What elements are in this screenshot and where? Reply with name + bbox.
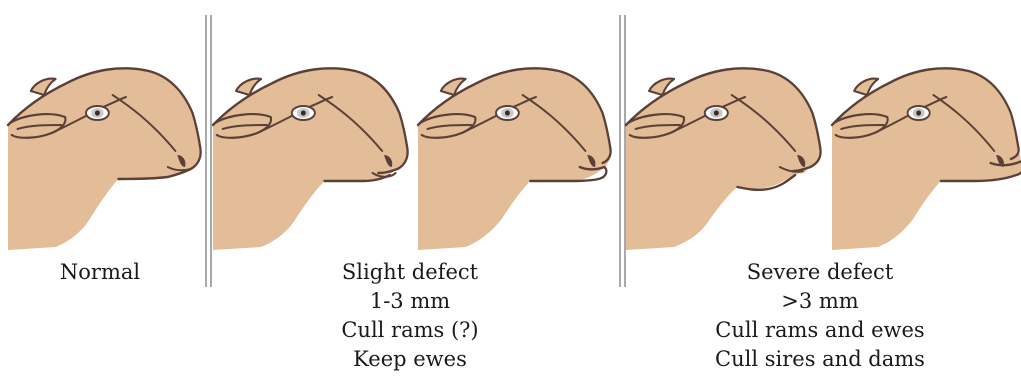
caption-slight-defect: Slight defect 1-3 mm Cull rams (?) Keep … bbox=[290, 258, 530, 374]
caption-line: Slight defect bbox=[290, 258, 530, 287]
caption-normal: Normal bbox=[10, 258, 190, 287]
sheep-head-slight-overshot bbox=[213, 55, 410, 250]
caption-line: Cull rams and ewes bbox=[690, 316, 950, 345]
sheep-head-severe-undershot bbox=[832, 55, 1021, 250]
caption-line: 1-3 mm bbox=[290, 287, 530, 316]
caption-line: Cull sires and dams bbox=[690, 345, 950, 374]
group-divider bbox=[619, 15, 626, 287]
sheep-head-slight-undershot bbox=[418, 55, 613, 250]
caption-line: Severe defect bbox=[690, 258, 950, 287]
caption-severe-defect: Severe defect >3 mm Cull rams and ewes C… bbox=[690, 258, 950, 374]
sheep-head-normal bbox=[8, 55, 203, 250]
sheep-head-severe-overshot bbox=[626, 55, 823, 250]
caption-line: >3 mm bbox=[690, 287, 950, 316]
caption-line: Keep ewes bbox=[290, 345, 530, 374]
group-divider bbox=[205, 15, 212, 287]
caption-line: Normal bbox=[10, 258, 190, 287]
caption-line: Cull rams (?) bbox=[290, 316, 530, 345]
